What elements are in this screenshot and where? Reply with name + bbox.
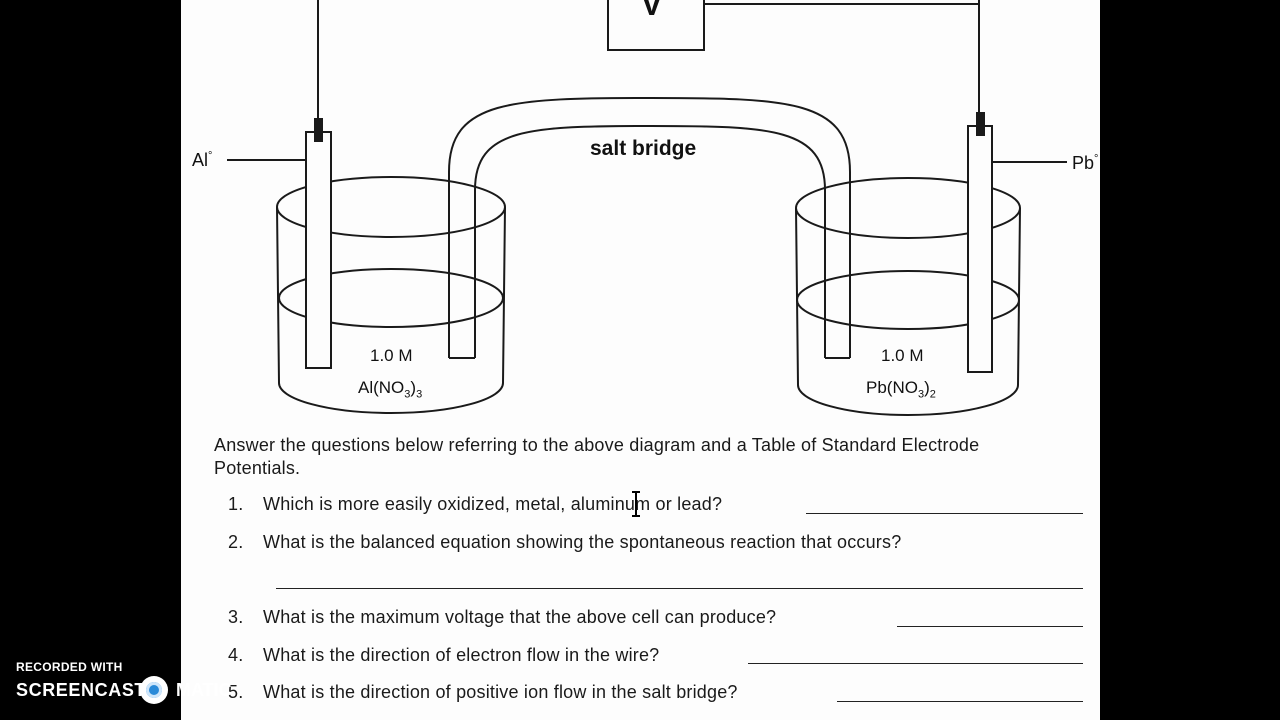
aluminum-electrode-label: Al°	[192, 150, 213, 170]
lead-electrode-label: Pb°	[1072, 153, 1099, 173]
right-clip	[976, 112, 985, 136]
lead-electrode	[967, 125, 993, 373]
left-beaker-wall	[276, 206, 506, 414]
answer-line-2[interactable]	[276, 588, 1083, 589]
question-5: 5.What is the direction of positive ion …	[228, 682, 738, 702]
recorded-with-label: RECORDED WITH	[16, 660, 123, 674]
left-liquid-surface	[278, 268, 504, 328]
salt-bridge-outer	[448, 96, 851, 358]
aluminum-electrode	[305, 131, 332, 369]
left-clip	[314, 118, 323, 142]
record-icon	[140, 676, 168, 704]
salt-bridge-label: salt bridge	[590, 137, 697, 160]
left-concentration: 1.0 M	[370, 346, 413, 365]
screencast-watermark: RECORDED WITH SCREENCAST MATIC	[16, 660, 232, 704]
question-2: 2.What is the balanced equation showing …	[228, 532, 902, 552]
left-solution-formula: Al(NO3)3	[358, 378, 423, 401]
right-beaker-wall	[795, 207, 1021, 416]
voltmeter-box	[607, 0, 705, 51]
voltmeter-label: V	[641, 0, 663, 22]
electrochemical-cell-diagram	[227, 0, 1067, 416]
instructions-text: Answer the questions below referring to …	[214, 435, 980, 478]
question-1: 1.Which is more easily oxidized, metal, …	[228, 494, 723, 514]
answer-line-1[interactable]	[806, 513, 1083, 514]
answer-line-5[interactable]	[837, 701, 1083, 702]
salt-bridge-inner	[474, 124, 826, 358]
brand-left: SCREENCAST	[16, 680, 147, 700]
text-cursor-icon	[632, 491, 640, 517]
worksheet-page: V salt bridge Al° Pb° 1.0 M Al(NO3)3 1.0…	[181, 0, 1100, 720]
answer-line-4[interactable]	[748, 663, 1083, 664]
right-solution-formula: Pb(NO3)2	[866, 378, 936, 401]
question-4: 4.What is the direction of electron flow…	[228, 645, 660, 665]
answer-line-3[interactable]	[897, 626, 1083, 627]
question-3: 3.What is the maximum voltage that the a…	[228, 607, 777, 627]
brand-right: MATIC	[176, 680, 232, 700]
right-liquid-surface	[796, 270, 1020, 330]
right-concentration: 1.0 M	[881, 346, 924, 365]
